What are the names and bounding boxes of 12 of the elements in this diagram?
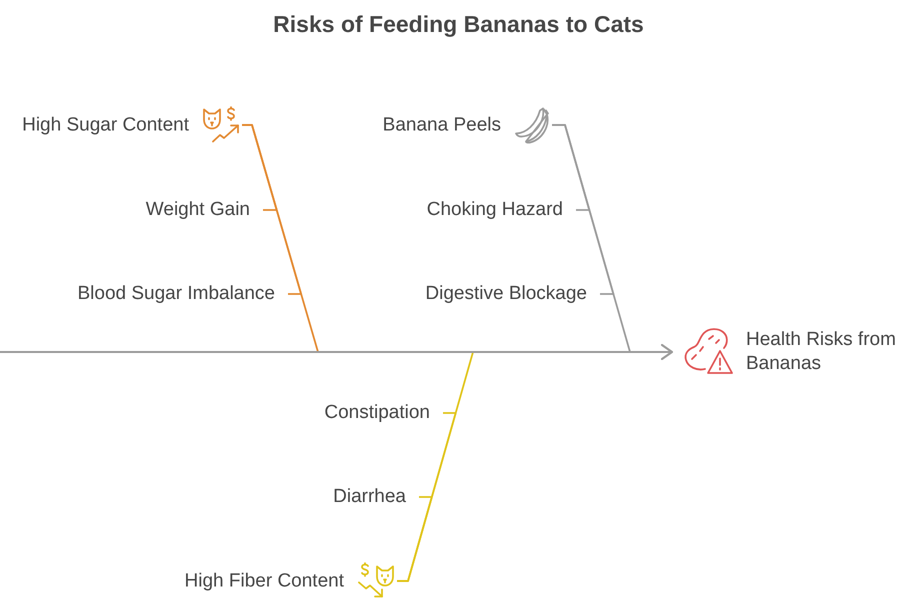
sub-cause-label: Digestive Blockage (425, 282, 587, 306)
sub-cause-label: Blood Sugar Imbalance (77, 282, 275, 306)
diagram-title: Risks of Feeding Bananas to Cats (273, 10, 644, 38)
cause-label: High Fiber Content (184, 569, 344, 593)
sub-cause-label: Weight Gain (146, 198, 250, 222)
sub-cause-label: Constipation (324, 401, 430, 425)
cause-label: High Sugar Content (22, 113, 189, 137)
sub-cause-label: Choking Hazard (426, 198, 563, 222)
effect-label: Health Risks from Bananas (746, 328, 897, 376)
sub-cause-label: Diarrhea (333, 485, 406, 509)
cause-label: Banana Peels (382, 113, 501, 137)
fishbone-arrow (552, 124, 674, 360)
